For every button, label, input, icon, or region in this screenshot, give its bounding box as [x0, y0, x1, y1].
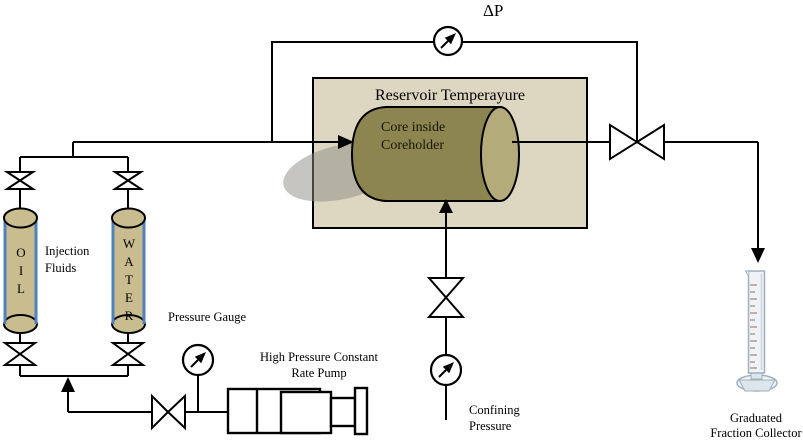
- water-top-valve-icon: [111, 171, 145, 190]
- water-letter: A: [124, 254, 134, 269]
- pump-label-line1: High Pressure Constant: [259, 350, 379, 364]
- water-letter: R: [124, 308, 134, 323]
- coreholder-end-cap: [480, 106, 520, 202]
- confining-pressure-label: Confining Pressure: [469, 402, 520, 434]
- core-label: Core inside Coreholder: [381, 119, 445, 155]
- arrow-into-coreholder-bottom: [439, 199, 453, 213]
- dp-gauge-icon: [432, 25, 464, 57]
- core-label-line1: Core inside: [381, 120, 446, 135]
- oil-letter: I: [18, 263, 24, 278]
- pressure-gauge-label: Pressure Gauge: [168, 310, 247, 324]
- injection-label-line2: Fluids: [45, 261, 77, 275]
- confining-label-line2: Pressure: [469, 419, 512, 433]
- pump-label: High Pressure Constant Rate Pump: [253, 349, 385, 381]
- injection-feed-lines: [19, 141, 340, 210]
- pump-valve-icon: [151, 393, 186, 431]
- oil-letter: O: [16, 245, 26, 260]
- outlet-lines: [512, 141, 759, 248]
- core-label-line2: Coreholder: [381, 138, 444, 153]
- water-vessel: [111, 207, 146, 334]
- graduation-ticks: [750, 284, 757, 369]
- oil-vessel: [3, 207, 38, 334]
- confining-gauge-icon: [429, 353, 463, 387]
- delta-p-label: ΔP: [483, 1, 504, 20]
- oil-letter: L: [17, 281, 25, 296]
- bottom-manifold-lines: [19, 333, 228, 413]
- collector-label: Graduated Fraction Collector: [703, 411, 803, 440]
- confining-valve-icon: [426, 277, 466, 318]
- arrow-into-collector: [751, 248, 765, 263]
- water-letter: W: [122, 236, 136, 251]
- pump-label-line2: Rate Pump: [291, 366, 347, 380]
- water-letter: T: [125, 272, 133, 287]
- confining-label-line1: Confining: [469, 403, 520, 417]
- coreholder-body: [350, 106, 501, 202]
- water-bottom-valve-icon: [109, 342, 147, 366]
- injection-label-line1: Injection: [45, 244, 90, 258]
- graduated-cylinder-icon: [736, 270, 778, 392]
- pressure-gauge-icon: [181, 343, 215, 377]
- oil-vessel-label: O I L: [9, 244, 33, 298]
- arrow-into-coreholder: [338, 135, 354, 149]
- dp-loop-left-line: [271, 41, 434, 142]
- arrow-into-manifold: [61, 377, 75, 392]
- pump-icon: [226, 386, 369, 436]
- oil-top-valve-icon: [3, 171, 37, 190]
- water-letter: E: [125, 290, 133, 305]
- oil-bottom-valve-icon: [1, 342, 39, 366]
- collector-label-line2: Fraction Collector: [710, 426, 802, 440]
- water-vessel-label: W A T E R: [117, 235, 141, 325]
- injection-fluids-label: Injection Fluids: [45, 243, 89, 277]
- collector-label-line1: Graduated: [729, 411, 783, 425]
- outlet-valve-icon: [609, 123, 665, 161]
- reservoir-title: Reservoir Temperayure: [374, 87, 526, 104]
